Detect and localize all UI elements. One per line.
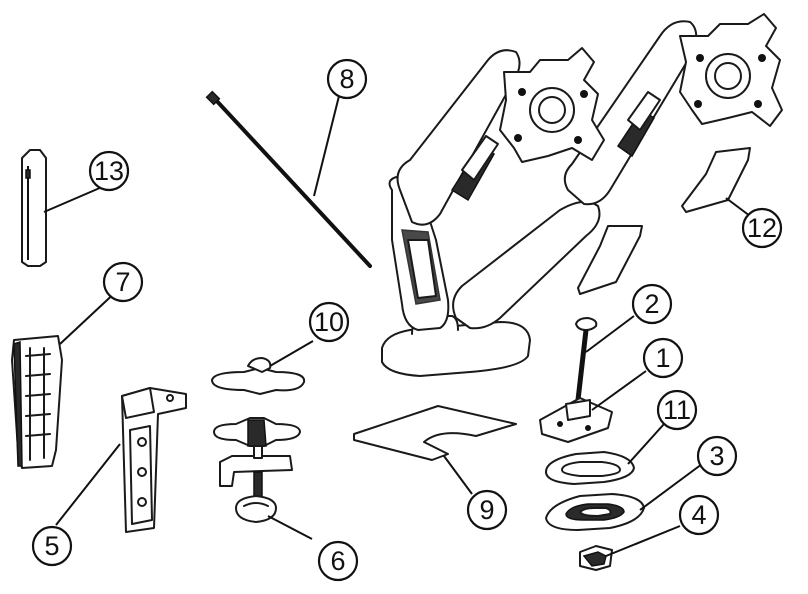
callout-label-9: 9 <box>479 495 494 525</box>
callout-12: 12 <box>741 207 783 249</box>
callout-1: 1 <box>642 337 684 379</box>
callout-label-6: 6 <box>330 546 345 576</box>
part-6-c-clamp <box>213 417 301 523</box>
part-12-arm-covers <box>577 147 751 295</box>
callout-13: 13 <box>88 150 130 192</box>
dual-monitor-arm <box>381 13 783 377</box>
part-2-bolt <box>575 317 598 401</box>
callout-label-11: 11 <box>663 395 691 425</box>
callout-label-4: 4 <box>691 500 706 530</box>
part-1-base-plate <box>539 397 613 443</box>
callout-7: 7 <box>102 261 144 303</box>
part-5-mounting-bracket <box>121 387 187 533</box>
callout-5: 5 <box>31 525 73 567</box>
callout-label-7: 7 <box>115 267 130 297</box>
callout-label-5: 5 <box>44 531 59 561</box>
callout-label-13: 13 <box>94 156 124 186</box>
callout-label-8: 8 <box>339 64 354 94</box>
part-11-grommet-washer <box>545 451 635 485</box>
part-3-base-pad <box>545 493 645 531</box>
callout-8: 8 <box>326 58 368 100</box>
callout-9: 9 <box>466 489 508 531</box>
callout-label-1: 1 <box>655 343 670 373</box>
callout-label-12: 12 <box>747 213 777 243</box>
callout-label-10: 10 <box>314 307 344 337</box>
part-13-pole <box>21 149 47 267</box>
callout-6: 6 <box>317 540 359 582</box>
part-4-grommet-clip <box>579 545 613 571</box>
callout-11: 11 <box>656 389 698 431</box>
callout-2: 2 <box>631 283 673 325</box>
callout-10: 10 <box>308 301 350 343</box>
callout-4: 4 <box>678 494 720 536</box>
callout-3: 3 <box>696 435 738 477</box>
callout-label-2: 2 <box>644 289 659 319</box>
part-8-cable-tie <box>205 90 372 268</box>
part-7-cable-cover <box>11 335 63 469</box>
leader-lines <box>43 95 751 557</box>
part-9-protective-pad <box>353 405 517 461</box>
part-10-clamp-cap <box>211 357 306 395</box>
callout-label-3: 3 <box>709 441 724 471</box>
